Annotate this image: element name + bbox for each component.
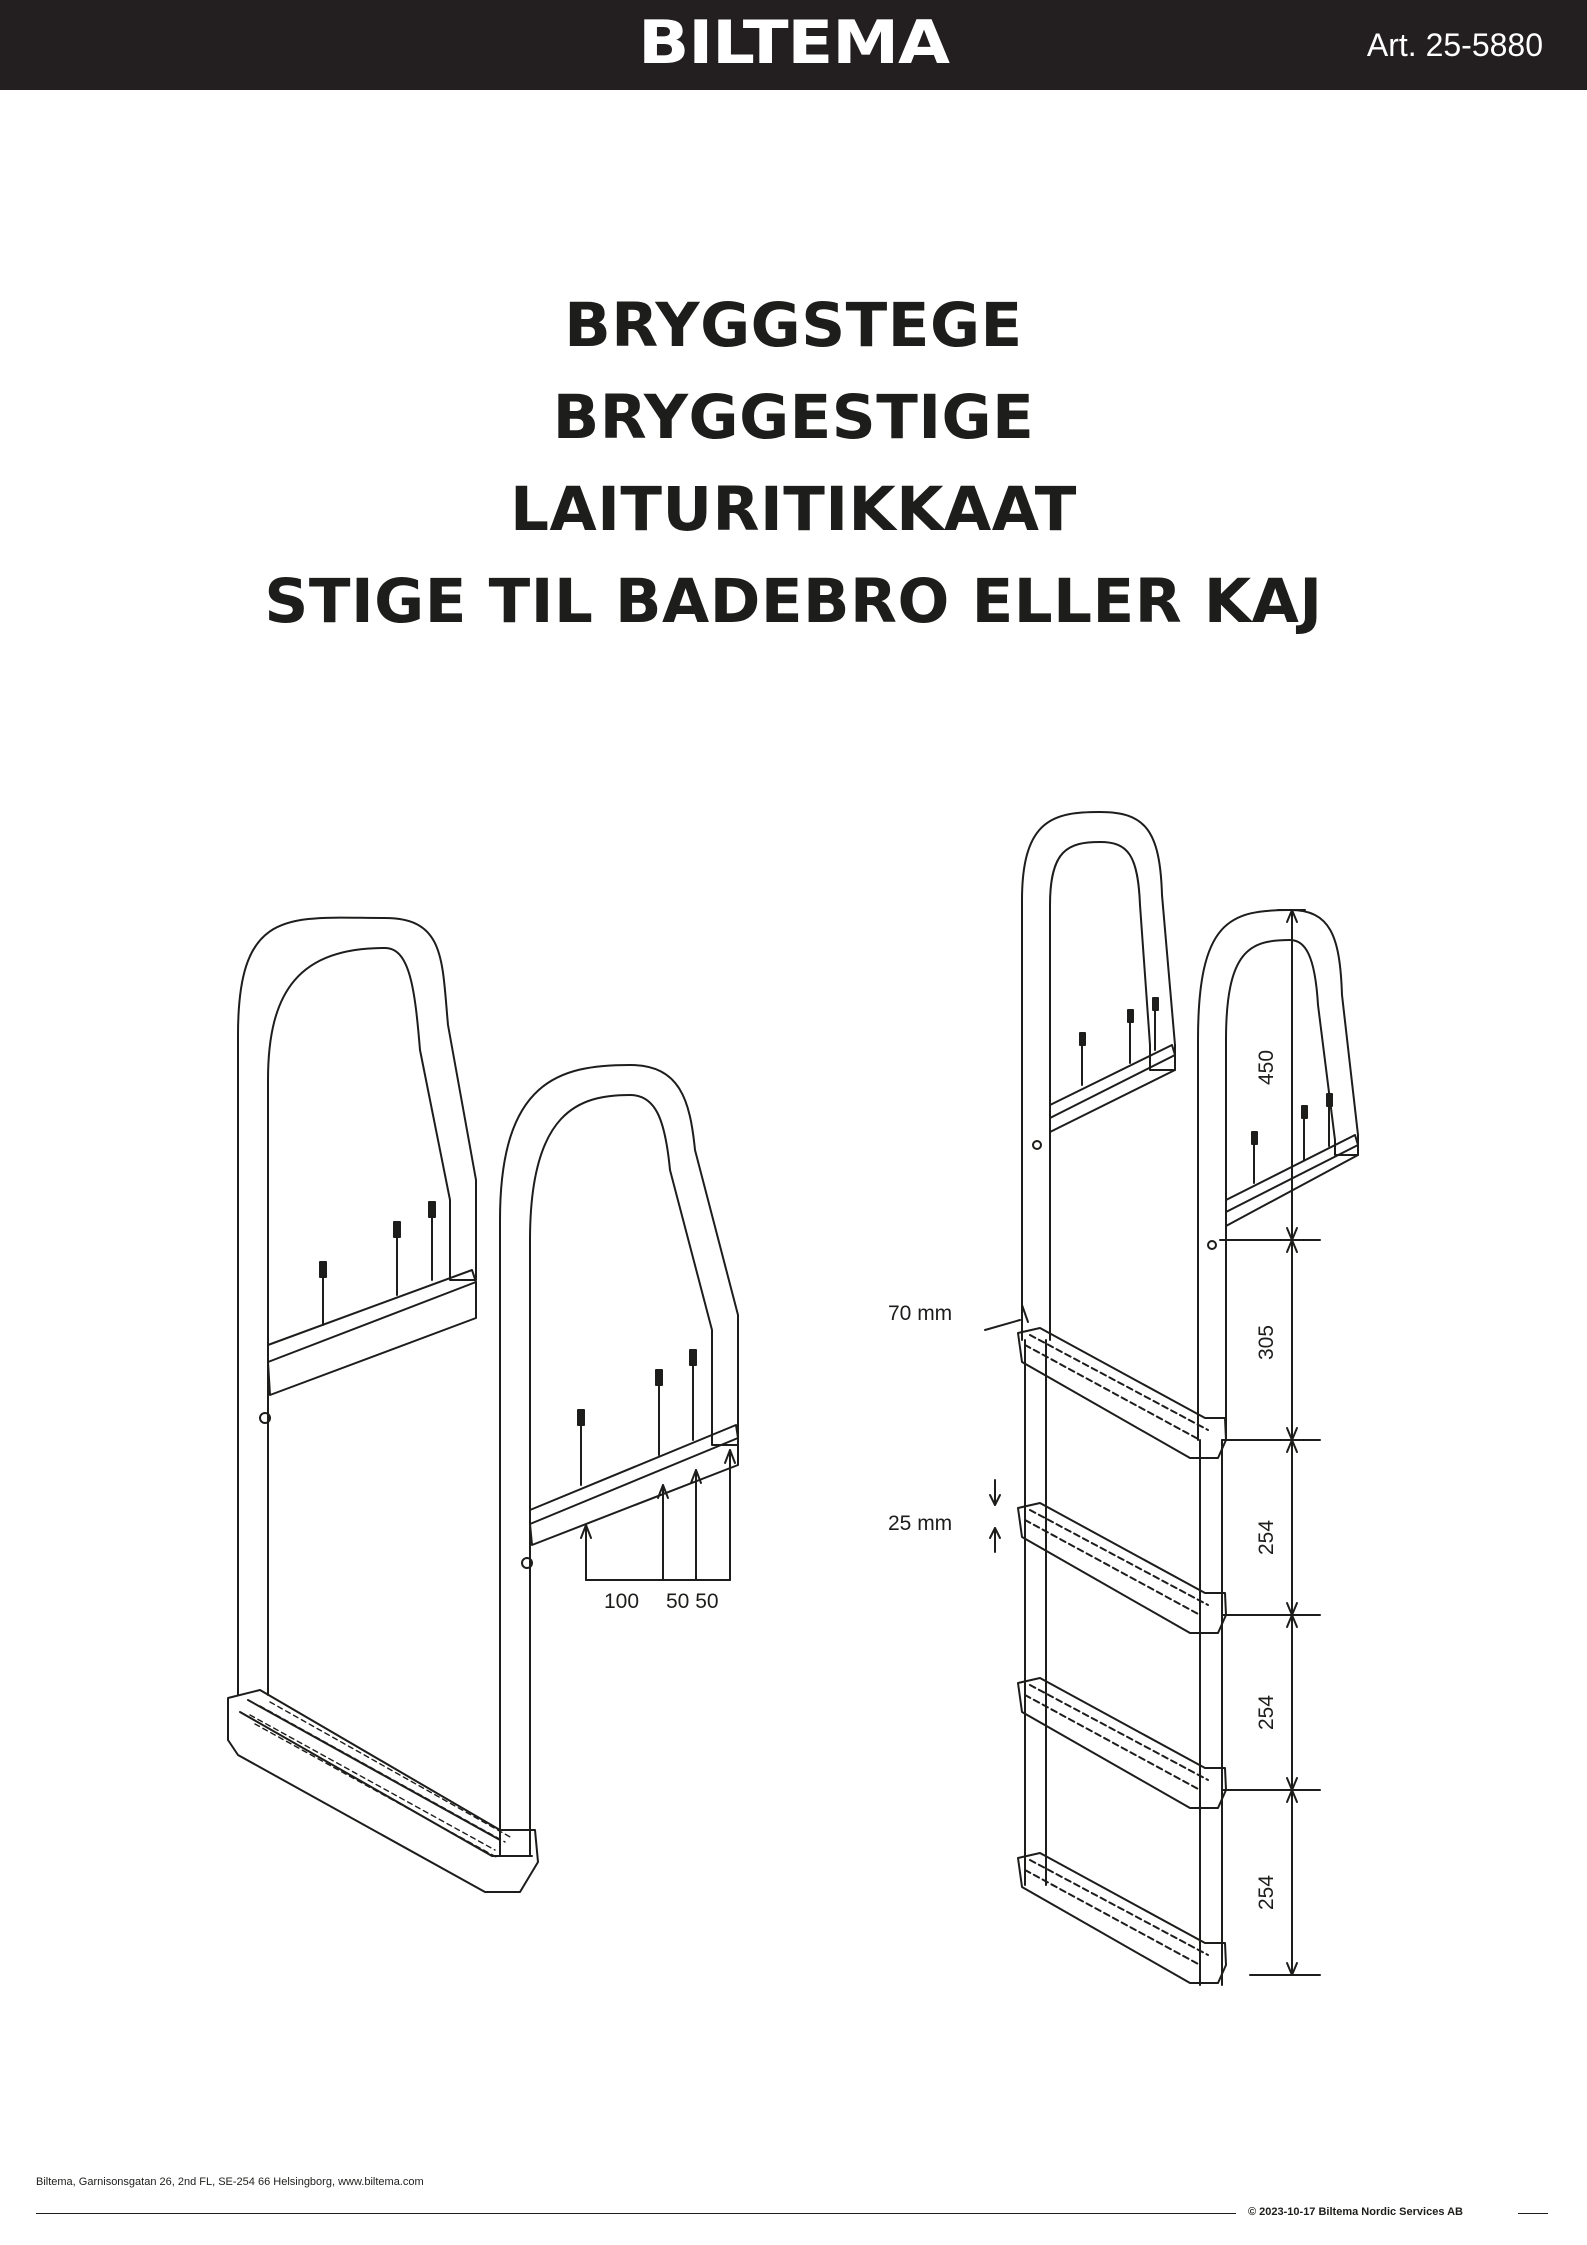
- hole-dim-100: 100: [604, 1590, 639, 1613]
- footer-divider: [36, 2213, 1236, 2214]
- left-ladder-illustration: [228, 918, 738, 1892]
- footer-address: Biltema, Garnisonsgatan 26, 2nd FL, SE-2…: [36, 2176, 424, 2188]
- footer-copyright: © 2023-10-17 Biltema Nordic Services AB: [1248, 2206, 1463, 2218]
- dim-254-a: 254: [1255, 1520, 1278, 1555]
- dim-254-b: 254: [1255, 1695, 1278, 1730]
- tube-width-label: 70 mm: [888, 1302, 952, 1325]
- hole-dim-50-50: 50 50: [666, 1590, 719, 1613]
- dim-305: 305: [1255, 1325, 1278, 1360]
- right-ladder-illustration: [985, 812, 1358, 1985]
- dim-254-c: 254: [1255, 1875, 1278, 1910]
- step-thickness-label: 25 mm: [888, 1512, 952, 1535]
- dim-450: 450: [1255, 1050, 1278, 1085]
- footer-divider-right: [1518, 2213, 1548, 2214]
- ladder-steps: [1018, 1328, 1226, 1983]
